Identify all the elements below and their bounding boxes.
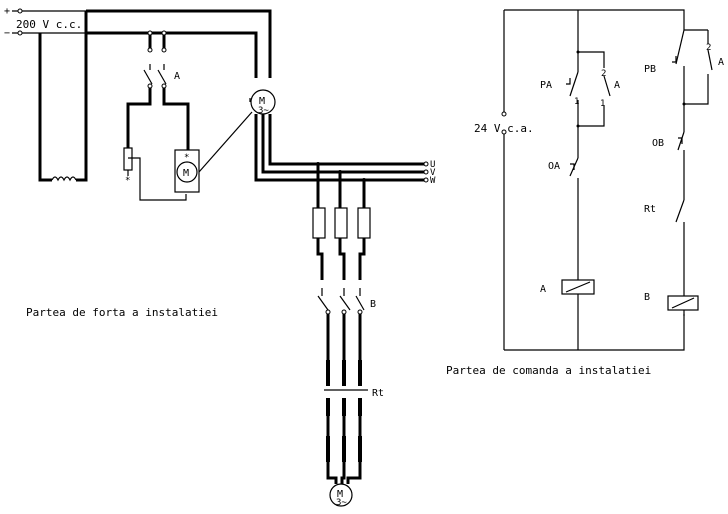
rheostat-lead-top — [126, 88, 152, 148]
contactor-b-label: B — [370, 299, 376, 310]
phase-w-label: W — [430, 176, 436, 186]
dc-motor-letter: M — [183, 168, 189, 179]
coil-b-label: B — [644, 292, 650, 303]
inductor-coil — [51, 176, 77, 182]
aux-a-num-1: 1 — [600, 99, 605, 109]
coil-a-label: A — [540, 284, 546, 295]
phase-w-line — [254, 114, 424, 182]
dc-minus-terminal — [17, 30, 23, 36]
control-top-rail — [504, 9, 685, 30]
fuse-2 — [334, 207, 348, 239]
contactor-b: B — [317, 288, 376, 360]
dc-motor-frame — [174, 149, 200, 193]
feeder-plus — [86, 9, 272, 78]
button-pb-contact — [675, 29, 685, 65]
dc-motor-lead-top — [162, 88, 190, 150]
dc-motor-mark: * — [184, 153, 189, 163]
stop-oa-label: OA — [548, 161, 560, 172]
converter-motor-letter: M — [259, 96, 265, 107]
dc-motor-circuit: * M * — [123, 88, 253, 201]
button-pa-label: PA — [540, 80, 552, 91]
relay-rt-label: Rt — [644, 204, 656, 215]
fuse-1 — [312, 207, 326, 239]
control-supply-voltage: 24 V c.a. — [474, 122, 534, 135]
converter-motor-suffix: 3~ — [258, 106, 269, 116]
contactor-a-blade-2 — [157, 69, 167, 85]
contactor-a-label: A — [174, 71, 180, 82]
power-circuit: + − 200 V c.c. A — [4, 6, 436, 508]
coil-b — [667, 295, 699, 311]
rheostat-mark: * — [125, 176, 130, 186]
feeder-minus — [86, 31, 258, 78]
contactor-a-blade-1 — [143, 69, 153, 85]
aux-b-num-2: 2 — [706, 43, 711, 53]
power-circuit-caption: Partea de forta a instalatiei — [26, 306, 218, 319]
aux-contact-b-label: A — [718, 57, 724, 68]
dc-supply-voltage: 200 V c.c. — [16, 18, 82, 31]
load-motor: M 3~ — [329, 483, 353, 508]
contactor-a-dc: A — [143, 30, 180, 89]
rheostat-body — [123, 147, 133, 171]
three-phase-bus: U V W — [254, 114, 436, 186]
dc-supply-bus: + − 200 V c.c. — [4, 6, 272, 78]
load-motor-suffix: 3~ — [336, 498, 347, 508]
control-bottom-rail — [504, 314, 685, 351]
button-pb-label: PB — [644, 64, 656, 75]
fuses — [312, 164, 371, 280]
thermal-relay: Rt — [324, 360, 384, 484]
relay-rt-contact — [675, 199, 685, 223]
branch-a: PA 1 2 1 A OA A — [540, 10, 620, 350]
control-circuit-caption: Partea de comanda a instalatiei — [446, 364, 651, 377]
dc-plus-sign: + — [4, 6, 10, 17]
pa-contact-num: 1 — [574, 97, 579, 107]
phase-v-label: V — [430, 168, 436, 178]
dc-minus-sign: − — [4, 28, 10, 39]
phase-v-line — [261, 114, 424, 174]
load-motor-symbol — [329, 483, 353, 507]
converter-machine: M 3~ — [249, 89, 276, 116]
branch-b: PB 2 A OB Rt B — [644, 29, 724, 316]
dc-plus-terminal — [17, 8, 23, 14]
rheostat-wiper-lead — [128, 157, 187, 201]
phase-u-line — [268, 114, 424, 166]
dc-motor-symbol — [176, 161, 198, 183]
excitation-right-lead — [76, 11, 88, 182]
aux-contact-a-blade — [603, 75, 611, 97]
aux-a-num-2: 2 — [601, 69, 606, 79]
control-circuit: 24 V c.a. PA 1 2 1 A OA — [446, 9, 724, 377]
phase-u-label: U — [430, 160, 435, 170]
mechanical-coupling — [198, 111, 253, 173]
aux-contact-a-label: A — [614, 80, 620, 91]
aux-contact-b-blade — [707, 49, 713, 71]
load-motor-letter: M — [337, 489, 343, 500]
excitation-left-lead — [38, 33, 52, 182]
stop-ob-contact — [677, 131, 685, 151]
stop-ob-label: OB — [652, 138, 664, 149]
thermal-relay-label: Rt — [372, 388, 384, 399]
button-pa-contact — [569, 71, 579, 97]
excitation-winding — [38, 11, 88, 182]
fuse-3 — [357, 207, 371, 239]
